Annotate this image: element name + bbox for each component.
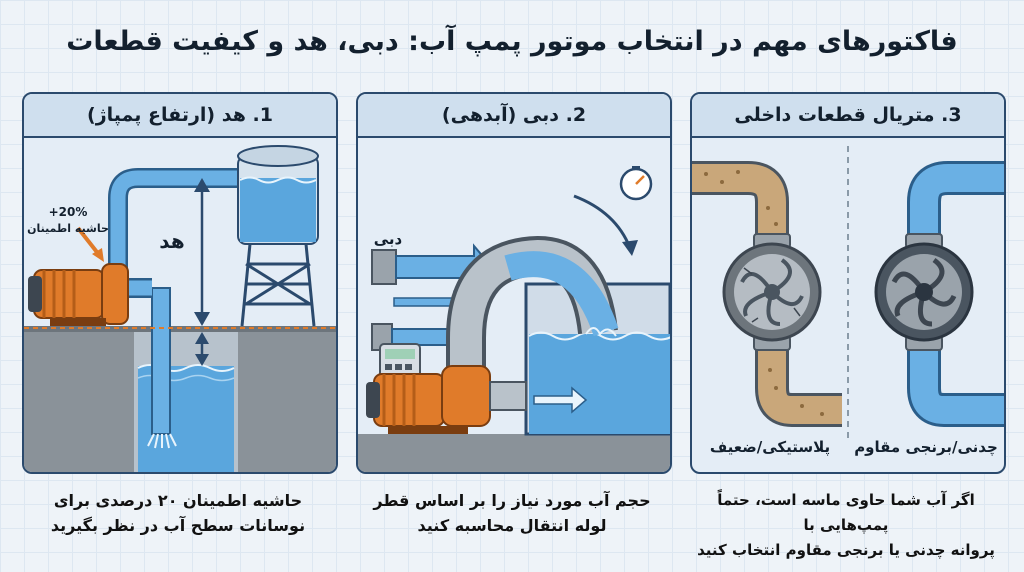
caption-flow-line2: لوله انتقال محاسبه کنید: [417, 516, 607, 535]
margin-label: حاشیه اطمینان: [27, 222, 109, 235]
weak-pump-assembly: پلاستیکی/ضعیف: [692, 161, 842, 457]
caption-head: حاشیه اطمینان ۲۰ درصدی برای نوسانات سطح …: [22, 488, 334, 538]
panel-flow: 2. دبی (آبدهی) دبی: [356, 92, 672, 474]
strong-material-label: چدنی/برنجی مقاوم: [854, 438, 998, 457]
head-illustration: +20% حاشیه اطمینان هد: [24, 145, 336, 472]
discharge-pipe: [110, 170, 238, 286]
panel-head-header: 1. هد (ارتفاع پمپاژ): [24, 94, 336, 138]
caption-head-line1: حاشیه اطمینان ۲۰ درصدی برای: [53, 491, 303, 510]
weak-material-label: پلاستیکی/ضعیف: [710, 438, 830, 457]
pump-motor-icon: [366, 365, 527, 434]
caption-flow-line1: حجم آب مورد نیاز را بر اساس قطر: [373, 491, 651, 510]
flow-illustration: دبی: [358, 166, 670, 472]
impeller-icon: [722, 242, 822, 342]
intake-pipe: [151, 287, 171, 435]
water-tank: [524, 282, 670, 436]
margin-percent-label: +20%: [49, 205, 88, 219]
page-title: فاکتورهای مهم در انتخاب موتور پمپ آب: دب…: [66, 26, 958, 57]
impeller-icon: [874, 242, 974, 342]
gauge-icon: [619, 166, 653, 201]
caption-flow: حجم آب مورد نیاز را بر اساس قطر لوله انت…: [356, 488, 668, 538]
strong-pump-assembly: چدنی/برنجی مقاوم: [854, 161, 1004, 457]
pump-motor-icon: [28, 263, 129, 326]
head-label: هد: [159, 229, 184, 253]
flow-label: دبی: [374, 230, 403, 248]
caption-materials-line2: پروانه چدنی یا برنجی مقاوم انتخاب کنید: [697, 541, 995, 559]
panel-head: 1. هد (ارتفاع پمپاژ): [22, 92, 338, 474]
caption-head-line2: نوسانات سطح آب در نظر بگیرید: [50, 516, 306, 535]
floor: [358, 434, 670, 472]
water-tower-icon: [237, 145, 319, 327]
panel-materials: 3. متریال قطعات داخلی پلاستیکی/ضعیف: [690, 92, 1006, 474]
caption-materials: اگر آب شما حاوی ماسه است، حتماً پمپ‌هایی…: [690, 488, 1002, 563]
caption-materials-line1: اگر آب شما حاوی ماسه است، حتماً پمپ‌هایی…: [717, 491, 975, 534]
materials-illustration: پلاستیکی/ضعیف چدنی/برنجی مقاوم: [692, 146, 1004, 457]
panel-materials-header: 3. متریال قطعات داخلی: [692, 94, 1004, 138]
panel-flow-header: 2. دبی (آبدهی): [358, 94, 670, 138]
